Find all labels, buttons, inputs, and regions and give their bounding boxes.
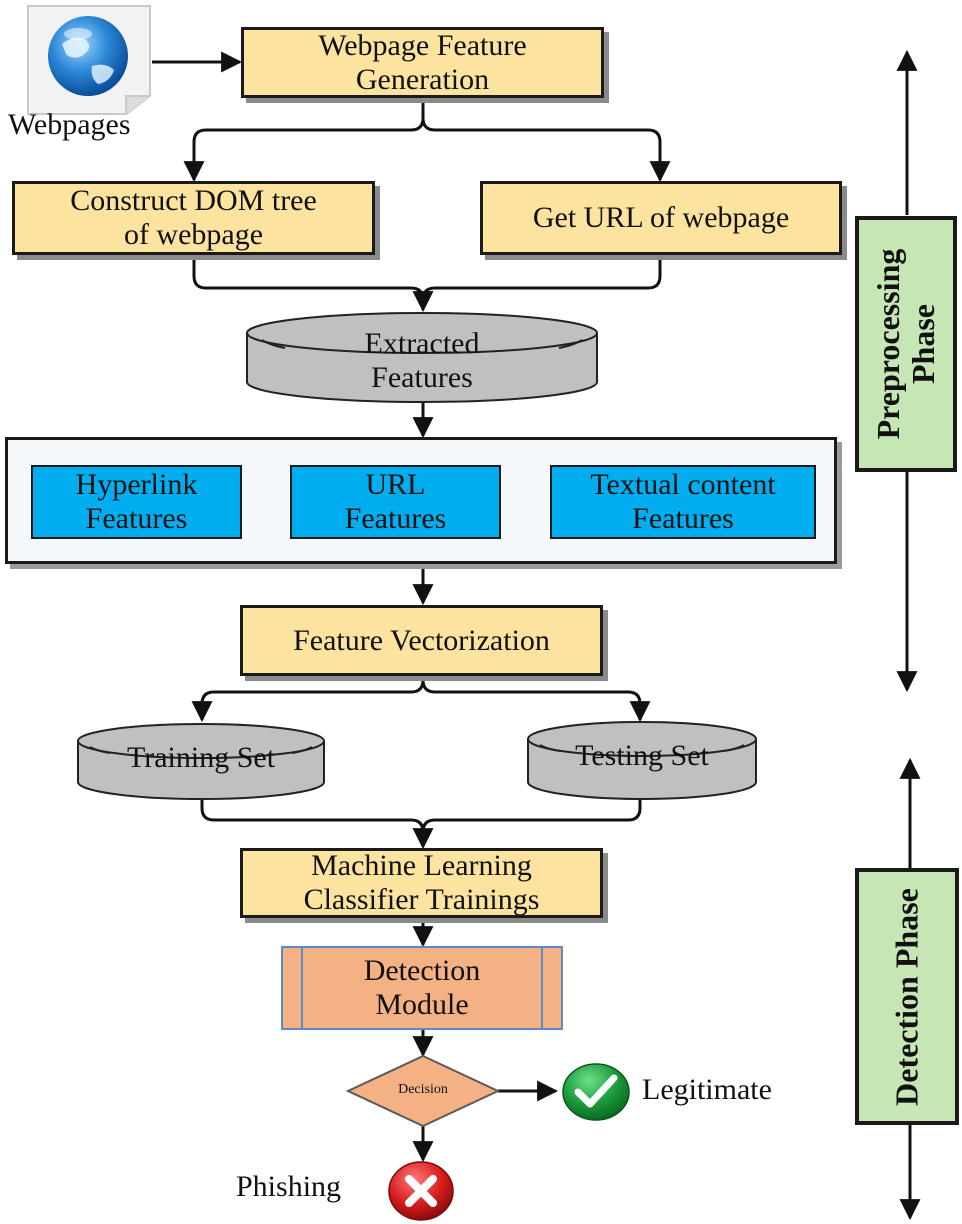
training-set-label: Training Set bbox=[126, 741, 276, 775]
testing-set-store-shape bbox=[527, 721, 757, 800]
red-x-icon bbox=[388, 1161, 454, 1221]
arrow-dom-to-extracted bbox=[192, 255, 434, 313]
preprocessing-phase-box: Preprocessing Phase bbox=[855, 216, 957, 472]
ml-classifier-training-label: Machine Learning Classifier Trainings bbox=[303, 849, 540, 916]
arrow-testing-to-ml bbox=[421, 800, 642, 833]
arrow-training-to-ml bbox=[200, 800, 434, 850]
extracted-features-label: Extracted Features bbox=[364, 327, 480, 394]
training-set-store-shape bbox=[77, 723, 325, 800]
detection-module-label: Detection Module bbox=[363, 954, 481, 1021]
ml-classifier-training-box: Machine Learning Classifier Trainings bbox=[240, 848, 603, 918]
legitimate-label: Legitimate bbox=[642, 1073, 772, 1106]
arrow-generation-to-dom bbox=[183, 97, 425, 183]
webpage-feature-generation-box: Webpage Feature Generation bbox=[241, 27, 604, 98]
textual-content-features-label: Textual content Features bbox=[590, 468, 776, 535]
get-url-box: Get URL of webpage bbox=[480, 181, 842, 255]
decision-diamond bbox=[345, 1054, 501, 1128]
url-features-label: URL Features bbox=[344, 468, 447, 535]
construct-dom-tree-box: Construct DOM tree of webpage bbox=[12, 181, 375, 255]
get-url-label: Get URL of webpage bbox=[532, 201, 790, 235]
arrow-url-to-extracted bbox=[421, 255, 662, 301]
globe-page-icon bbox=[27, 5, 151, 115]
phishing-label: Phishing bbox=[236, 1170, 342, 1203]
arrow-vectorization-to-testing bbox=[421, 679, 651, 723]
textual-content-features-box: Textual content Features bbox=[550, 465, 816, 539]
hyperlink-features-box: Hyperlink Features bbox=[31, 465, 242, 539]
arrow-generation-to-url bbox=[421, 117, 671, 183]
arrow-vectorization-to-training bbox=[191, 676, 425, 723]
extracted-features-store-shape bbox=[246, 312, 598, 403]
url-features-box: URL Features bbox=[290, 465, 501, 539]
green-check-icon bbox=[562, 1063, 630, 1121]
testing-set-label: Testing Set bbox=[575, 739, 709, 773]
detection-module-box: Detection Module bbox=[281, 946, 563, 1030]
construct-dom-tree-label: Construct DOM tree of webpage bbox=[70, 184, 317, 251]
feature-vectorization-label: Feature Vectorization bbox=[293, 623, 550, 657]
decision-label: Decision bbox=[398, 1082, 448, 1097]
feature-vectorization-box: Feature Vectorization bbox=[240, 605, 603, 676]
webpages-label: Webpages bbox=[8, 108, 131, 141]
preprocessing-phase-label: Preprocessing Phase bbox=[869, 248, 941, 440]
hyperlink-features-label: Hyperlink Features bbox=[75, 468, 198, 535]
detection-phase-label: Detection Phase bbox=[888, 887, 925, 1106]
detection-phase-box: Detection Phase bbox=[855, 868, 959, 1125]
webpage-feature-generation-label: Webpage Feature Generation bbox=[318, 28, 527, 96]
